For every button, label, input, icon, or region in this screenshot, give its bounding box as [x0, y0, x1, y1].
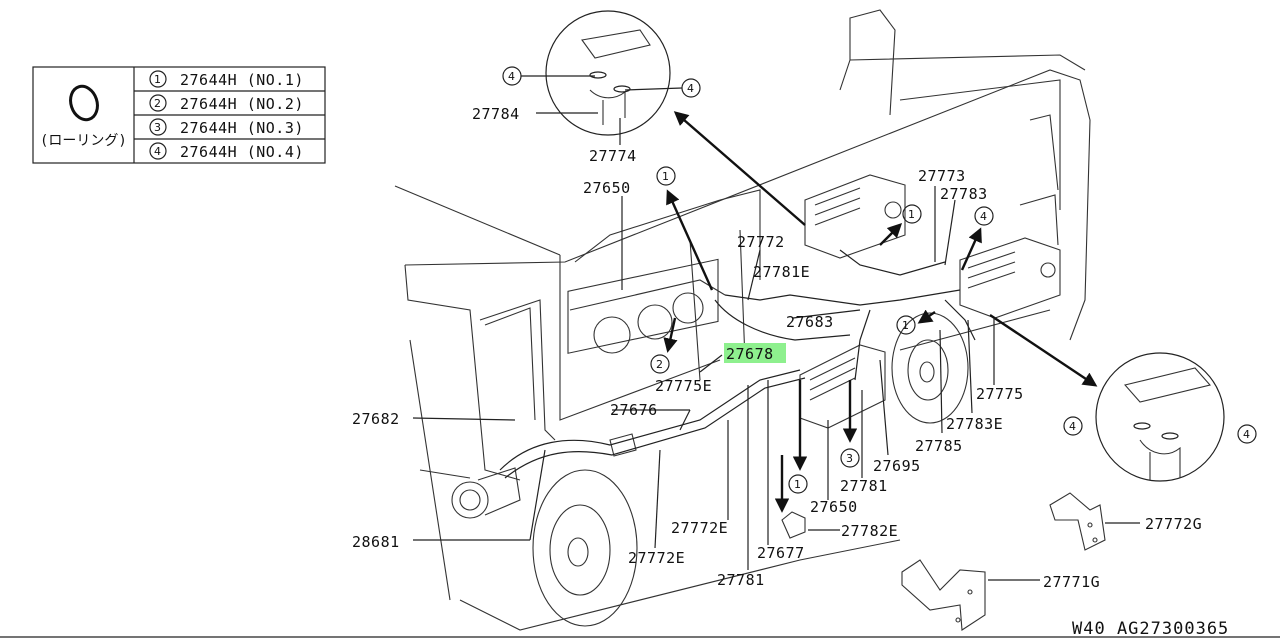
legend-row-text: 27644H (NO.1): [180, 71, 304, 89]
legend-number: 4: [154, 145, 161, 158]
part-label-27682[interactable]: 27682: [352, 410, 400, 428]
clip-27782e: [781, 511, 806, 539]
marker-1: 1: [908, 208, 915, 221]
part-label-27783[interactable]: 27783: [940, 185, 988, 203]
marker-4: 4: [1243, 428, 1250, 441]
bracket-27771g: [901, 559, 986, 631]
receiver-drier: [609, 433, 637, 457]
part-label-27683[interactable]: 27683: [786, 313, 834, 331]
legend-number: 3: [154, 121, 161, 134]
part-label-27677[interactable]: 27677: [757, 544, 805, 562]
legend-row-text: 27644H (NO.2): [180, 95, 304, 113]
part-label-27678[interactable]: 27678: [726, 345, 774, 363]
part-label-27774[interactable]: 27774: [589, 147, 637, 165]
legend-number: 2: [154, 97, 161, 110]
part-label-27775[interactable]: 27775: [976, 385, 1024, 403]
marker-circles: 4 4 1 1 4 1 2 3 1 4 4: [502, 66, 1257, 494]
marker-4: 4: [980, 210, 987, 223]
compressor: [451, 467, 521, 519]
rear-cooling-unit-upper: [804, 174, 906, 259]
part-label-27772e[interactable]: 27772E: [628, 549, 685, 567]
rear-cooling-unit-right: [959, 237, 1061, 319]
o-ring-icon: [69, 84, 99, 122]
part-label-28681[interactable]: 28681: [352, 533, 400, 551]
ac-piping: [499, 249, 976, 479]
marker-4: 4: [687, 82, 694, 95]
marker-1: 1: [902, 319, 909, 332]
marker-3: 3: [846, 452, 853, 465]
front-wheel: [532, 469, 638, 627]
highlight-27678: [724, 343, 786, 363]
vehicle-body: [394, 9, 1091, 631]
part-label-27773[interactable]: 27773: [918, 167, 966, 185]
part-label-27781[interactable]: 27781: [840, 477, 888, 495]
part-label-27783e[interactable]: 27783E: [946, 415, 1003, 433]
detail-circle-bottom-right: [1095, 352, 1225, 482]
part-label-27782e[interactable]: 27782E: [841, 522, 898, 540]
floor-evaporator-unit: [799, 344, 886, 429]
legend-table: (ローリング) 1 27644H (NO.1) 2 27644H (NO.2) …: [32, 66, 326, 164]
legend-number: 1: [154, 73, 161, 86]
part-label-27785[interactable]: 27785: [915, 437, 963, 455]
front-evaporator-unit: [567, 258, 726, 354]
direction-arrows: [663, 111, 1098, 513]
part-label-27772[interactable]: 27772: [737, 233, 785, 251]
legend-row-text: 27644H (NO.4): [180, 143, 304, 161]
part-label-27775e[interactable]: 27775E: [655, 377, 712, 395]
part-label-27771g[interactable]: 27771G: [1043, 573, 1100, 591]
marker-2: 2: [656, 358, 663, 371]
marker-1: 1: [794, 478, 801, 491]
detail-circle-top: [545, 10, 671, 136]
marker-4: 4: [508, 70, 515, 83]
bracket-27772g: [1049, 492, 1106, 551]
part-label-27650[interactable]: 27650: [810, 498, 858, 516]
part-label-27772g[interactable]: 27772G: [1145, 515, 1202, 533]
marker-4: 4: [1069, 420, 1076, 433]
drawing-reference: W40 AG27300365: [1072, 619, 1229, 639]
part-label-27650[interactable]: 27650: [583, 179, 631, 197]
part-label-27772e[interactable]: 27772E: [671, 519, 728, 537]
marker-1: 1: [662, 170, 669, 183]
part-label-27695[interactable]: 27695: [873, 457, 921, 475]
part-labels[interactable]: 27784 27774 27650 27773 27783 27772 2778…: [352, 105, 1202, 591]
part-label-27676[interactable]: 27676: [610, 401, 658, 419]
legend-symbol-caption: (ローリング): [40, 133, 127, 149]
legend-row-text: 27644H (NO.3): [180, 119, 304, 137]
part-label-27781[interactable]: 27781: [717, 571, 765, 589]
leader-lines: [412, 75, 1140, 581]
part-label-27784[interactable]: 27784: [472, 105, 520, 123]
part-label-27781e[interactable]: 27781E: [753, 263, 810, 281]
rear-duct: [1019, 114, 1059, 246]
